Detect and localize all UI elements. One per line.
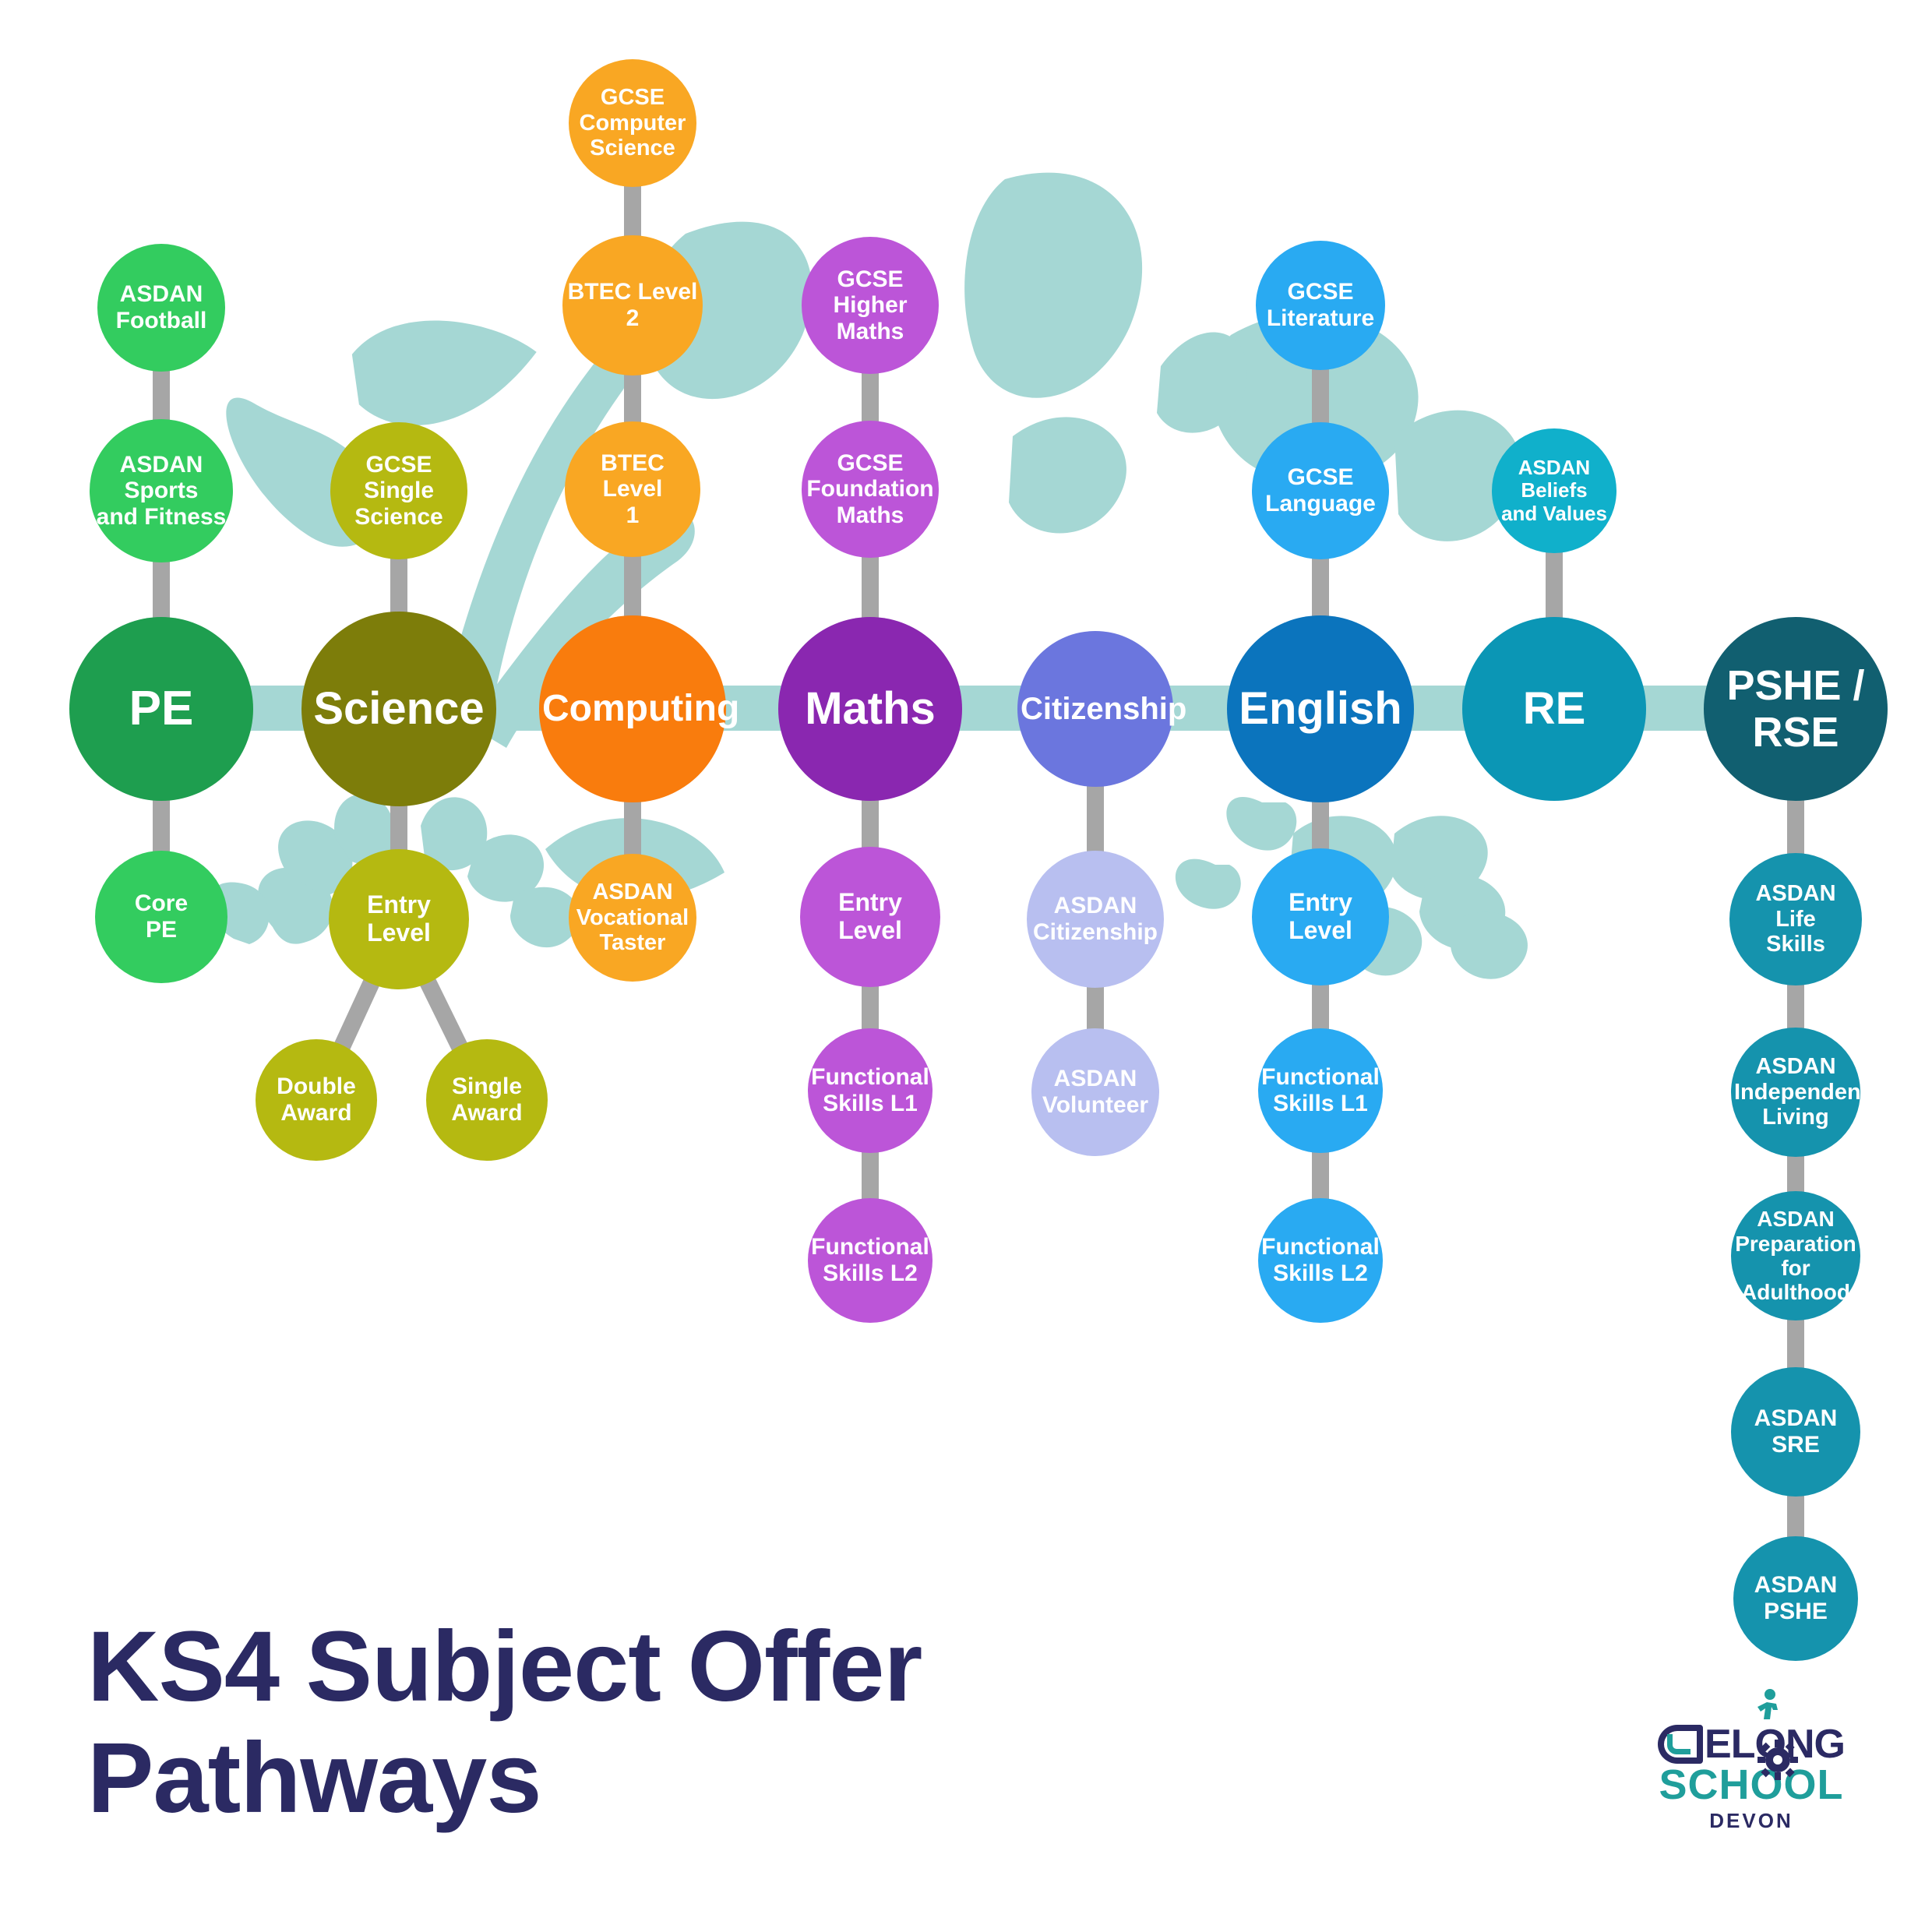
node-label: RE (1522, 682, 1586, 734)
pathway-node-pe-asdan-sports[interactable]: ASDAN Sports and Fitness (90, 419, 233, 562)
running-person-icon (1757, 1689, 1778, 1719)
pathway-node-maths-entry-level[interactable]: Entry Level (800, 847, 940, 987)
node-label: BTEC Level 1 (601, 450, 665, 528)
pathway-node-pe-core-pe[interactable]: Core PE (95, 851, 227, 983)
node-label: ASDAN PSHE (1754, 1572, 1838, 1624)
node-label: Entry Level (367, 890, 431, 947)
pathway-node-pe-asdan-football[interactable]: ASDAN Football (97, 244, 225, 372)
node-label: GCSE Literature (1266, 279, 1375, 331)
node-label: GCSE Higher Maths (833, 266, 908, 344)
pathway-node-maths-gcse-foundation[interactable]: GCSE Foundation Maths (802, 421, 939, 558)
pathway-node-cit-subject[interactable]: Citizenship (1017, 631, 1187, 787)
pathway-node-re-subject[interactable]: RE (1462, 617, 1646, 801)
node-label: ASDAN Sports and Fitness (96, 451, 227, 530)
node-label: Functional Skills L1 (1261, 1064, 1380, 1116)
pathway-node-eng-gcse-language[interactable]: GCSE Language (1252, 422, 1389, 559)
node-label: Citizenship (1021, 691, 1187, 726)
node-label: ASDAN Football (115, 281, 207, 333)
node-label: Science (313, 682, 485, 734)
node-label: Entry Level (838, 888, 902, 944)
pathway-node-comp-gcse-cs[interactable]: GCSE Computer Science (569, 59, 696, 187)
pathway-node-eng-fs-l2[interactable]: Functional Skills L2 (1258, 1198, 1383, 1323)
belong-school-devon-logo: ELONG (1634, 1689, 1868, 1833)
node-label: English (1239, 682, 1402, 734)
node-label: BTEC Level 2 (567, 279, 698, 331)
pathway-node-pshe-pshe[interactable]: ASDAN PSHE (1733, 1536, 1858, 1661)
node-label: Core PE (134, 890, 189, 943)
pathway-node-comp-subject[interactable]: Computing (539, 615, 740, 802)
node-label: Maths (805, 682, 936, 734)
pathway-node-pshe-life-skills[interactable]: ASDAN Life Skills (1729, 853, 1862, 985)
pathway-node-comp-asdan-vocational[interactable]: ASDAN Vocational Taster (569, 854, 696, 982)
node-label: Entry Level (1289, 888, 1352, 944)
pathway-node-sci-double-award[interactable]: Double Award (256, 1039, 377, 1161)
pathway-node-eng-entry-level[interactable]: Entry Level (1252, 848, 1389, 985)
pathway-node-cit-asdan-volunteer[interactable]: ASDAN Volunteer (1031, 1028, 1159, 1156)
pathway-node-pshe-subject[interactable]: PSHE / RSE (1704, 617, 1888, 801)
pathway-node-pe-subject[interactable]: PE (69, 617, 253, 801)
node-label: Computing (542, 688, 740, 730)
node-label: GCSE Foundation Maths (806, 450, 934, 528)
node-label: Double Award (277, 1074, 356, 1126)
heart-logo-icon (1658, 1725, 1704, 1764)
node-label: ASDAN Volunteer (1042, 1066, 1149, 1118)
node-label: ASDAN Independent Living (1734, 1054, 1869, 1130)
node-label: ASDAN Beliefs and Values (1501, 456, 1607, 525)
pathway-node-pshe-sre[interactable]: ASDAN SRE (1731, 1367, 1860, 1497)
pathway-node-maths-subject[interactable]: Maths (778, 617, 962, 801)
logo-devon-text: DEVON (1709, 1808, 1793, 1832)
node-label: GCSE Single Science (354, 451, 443, 530)
pathway-node-maths-fs-l2[interactable]: Functional Skills L2 (808, 1198, 933, 1323)
pathway-node-sci-single-award[interactable]: Single Award (426, 1039, 548, 1161)
pathway-node-re-asdan-beliefs[interactable]: ASDAN Beliefs and Values (1492, 428, 1616, 553)
pathway-node-maths-gcse-higher[interactable]: GCSE Higher Maths (802, 237, 939, 374)
node-label: GCSE Computer Science (579, 85, 686, 161)
pathway-node-pshe-independent[interactable]: ASDAN Independent Living (1731, 1028, 1869, 1157)
pathway-node-sci-subject[interactable]: Science (301, 612, 496, 806)
pathway-node-sci-entry-level[interactable]: Entry Level (329, 849, 469, 989)
pathway-node-eng-fs-l1[interactable]: Functional Skills L1 (1258, 1028, 1383, 1153)
node-label: ASDAN Citizenship (1032, 893, 1158, 945)
node-label: Functional Skills L1 (811, 1064, 929, 1116)
pathway-node-maths-fs-l1[interactable]: Functional Skills L1 (808, 1028, 933, 1153)
node-label: ASDAN Life Skills (1755, 881, 1836, 957)
pathway-node-cit-asdan-citizenship[interactable]: ASDAN Citizenship (1027, 851, 1164, 988)
node-label: ASDAN Vocational Taster (576, 880, 689, 956)
logo-school-text: SCHOOL (1659, 1761, 1844, 1808)
node-label: GCSE Language (1265, 464, 1376, 516)
pathway-node-comp-btec-1[interactable]: BTEC Level 1 (565, 421, 700, 557)
node-label: Single Award (451, 1074, 523, 1126)
pathway-node-eng-subject[interactable]: English (1227, 615, 1414, 802)
node-label: Functional Skills L2 (1261, 1234, 1380, 1286)
gear-icon (1757, 1740, 1798, 1780)
page-title: KS4 Subject Offer Pathways (87, 1611, 922, 1835)
pathway-node-comp-btec-2[interactable]: BTEC Level 2 (562, 235, 703, 375)
node-label: PSHE / RSE (1726, 661, 1865, 756)
pathway-node-eng-gcse-literature[interactable]: GCSE Literature (1256, 241, 1385, 370)
node-label: ASDAN SRE (1754, 1405, 1838, 1458)
pathway-node-sci-gcse-single[interactable]: GCSE Single Science (330, 422, 467, 559)
pathway-node-pshe-preparation[interactable]: ASDAN Preparation for Adulthood (1731, 1191, 1860, 1320)
node-label: PE (129, 682, 194, 736)
node-label: ASDAN Preparation for Adulthood (1735, 1207, 1856, 1305)
node-label: Functional Skills L2 (811, 1234, 929, 1286)
